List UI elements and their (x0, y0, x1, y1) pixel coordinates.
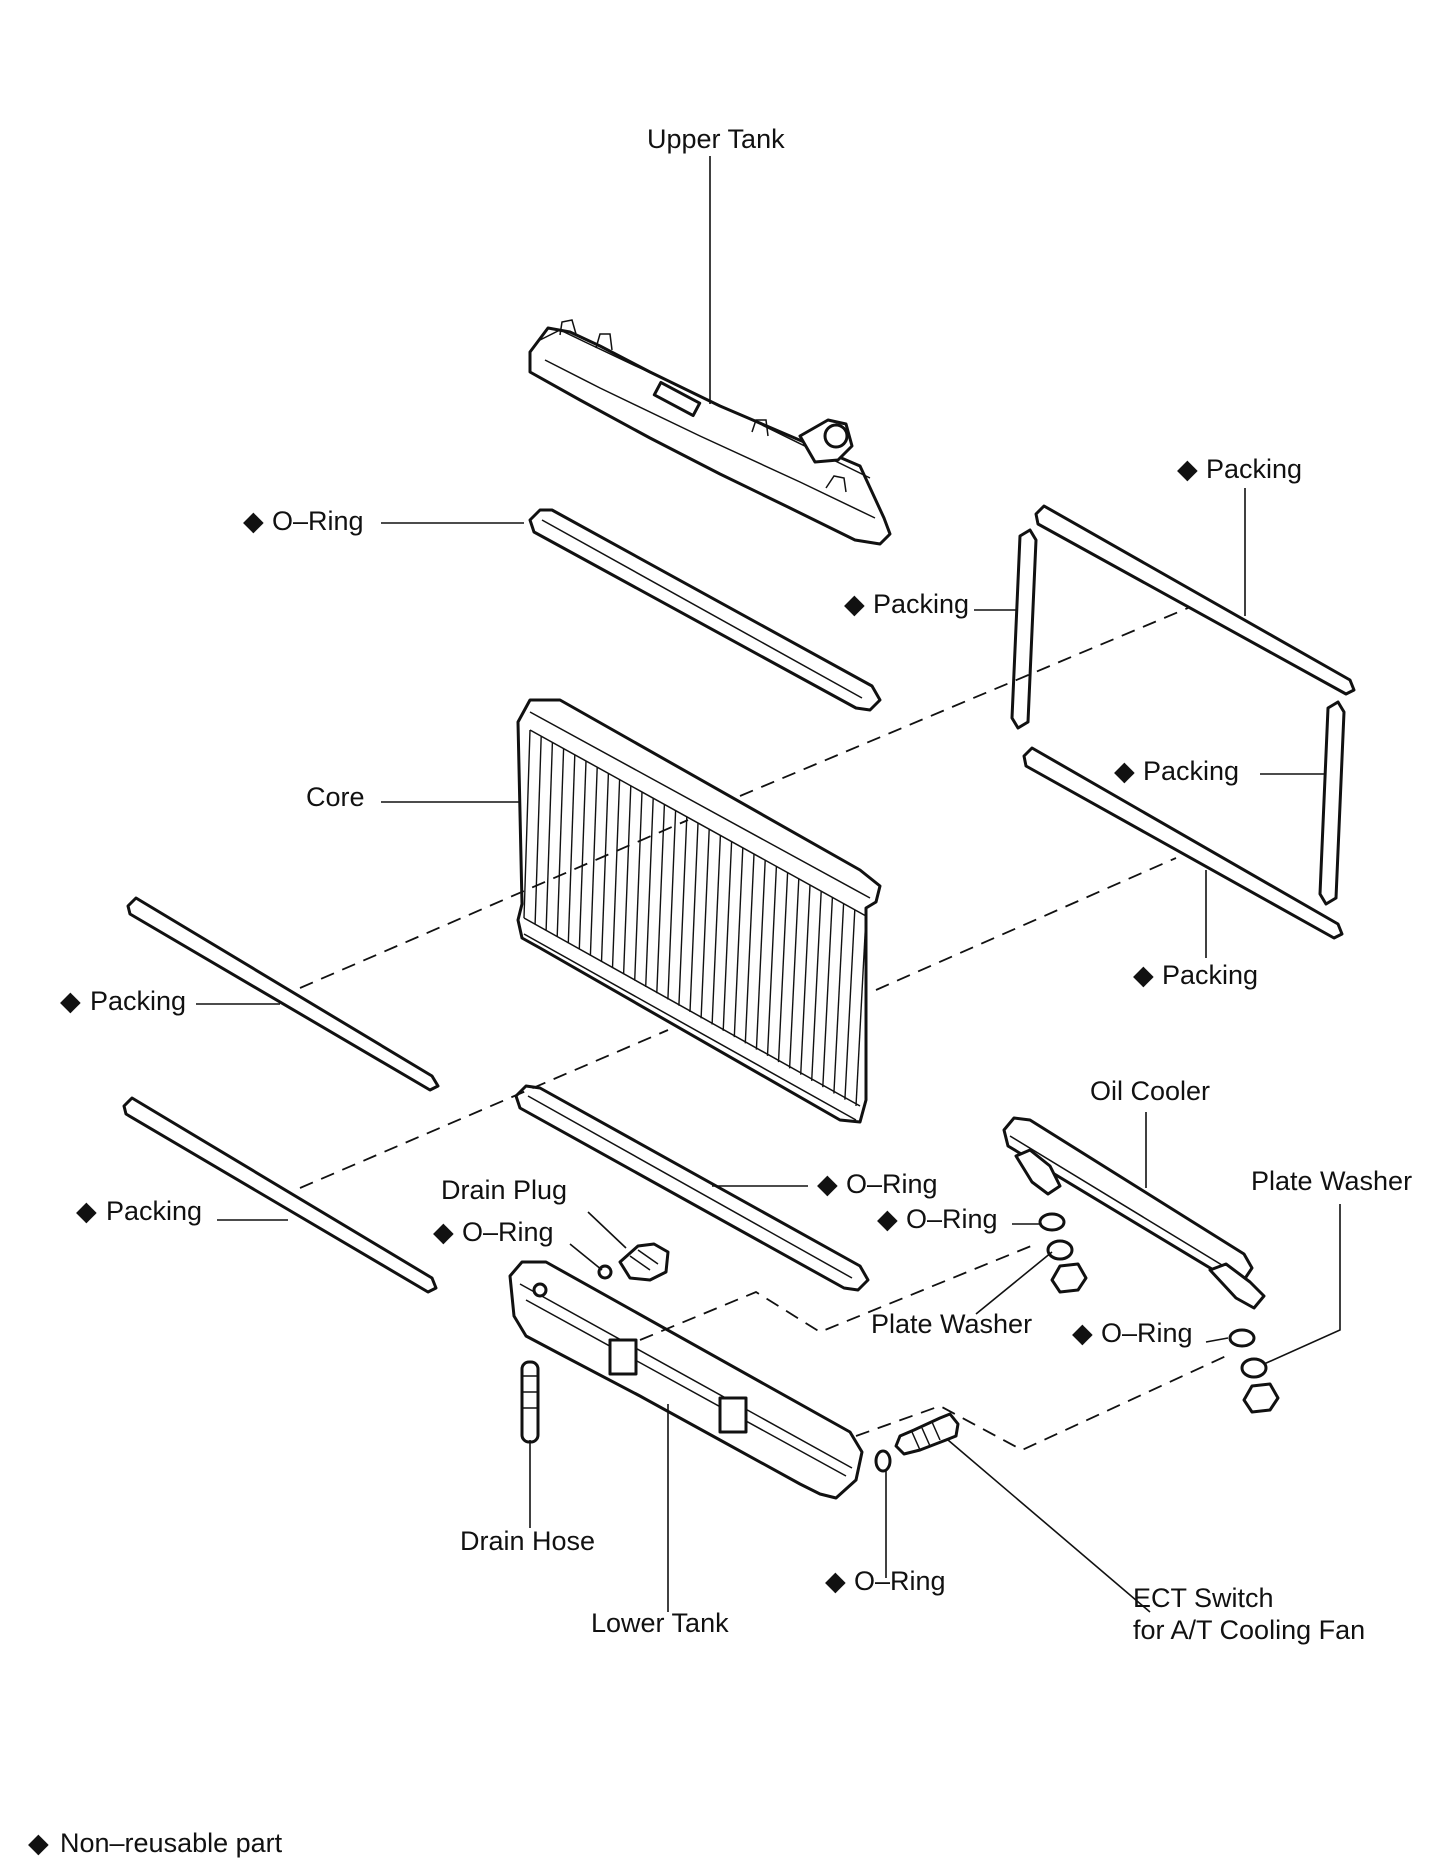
core-fin (722, 841, 733, 1031)
core-fin (744, 853, 755, 1044)
o-ring-oil-cooler-upper-label: ◆ O–Ring (877, 1204, 998, 1234)
non-reusable-marker: ◆ (60, 986, 81, 1016)
core-fin (733, 847, 744, 1038)
legend: ◆ Non–reusable part (28, 1828, 283, 1858)
core-fin (634, 791, 643, 981)
drain-hose-label: Drain Hose (460, 1526, 595, 1556)
upper-tank-label: Upper Tank (647, 124, 785, 154)
right-packing-parts (1010, 504, 1356, 940)
legend-symbol: ◆ (28, 1828, 49, 1858)
o-ring-lower-label: ◆ O–Ring (817, 1169, 938, 1199)
core-fin (689, 822, 699, 1013)
packing-bottom-right-label: ◆ Packing (1133, 960, 1258, 990)
core-fin (833, 903, 845, 1094)
non-reusable-marker: ◆ (433, 1217, 454, 1247)
radiator-core-part (516, 698, 882, 1124)
legend-text: Non–reusable part (60, 1828, 283, 1858)
core-fin (755, 860, 766, 1050)
o-ring-label: O–Ring (854, 1566, 946, 1596)
non-reusable-marker: ◆ (877, 1204, 898, 1234)
packing-left-upper-label: ◆ Packing (60, 986, 186, 1016)
core-fin (800, 884, 811, 1075)
core-fin (667, 810, 677, 1000)
core-fins (523, 729, 867, 1107)
packing-label: Packing (1206, 454, 1302, 484)
core-fin (523, 729, 531, 919)
core-fin (589, 767, 598, 956)
core-fin (578, 760, 587, 950)
upper-o-ring-part (528, 508, 882, 712)
core-fin (855, 915, 867, 1107)
ect-switch-part (894, 1412, 960, 1456)
non-reusable-marker: ◆ (825, 1566, 846, 1596)
core-fin (645, 798, 654, 987)
non-reusable-marker: ◆ (817, 1169, 838, 1199)
non-reusable-marker: ◆ (76, 1196, 97, 1226)
packing-left-lower-label: ◆ Packing (76, 1196, 202, 1226)
o-ring-drain-label: ◆ O–Ring (433, 1217, 554, 1247)
ect-switch-label: ECT Switch for A/T Cooling Fan (1133, 1583, 1365, 1645)
packing-label: Packing (90, 986, 186, 1016)
non-reusable-marker: ◆ (243, 506, 264, 536)
lower-tank-label: Lower Tank (591, 1608, 729, 1638)
non-reusable-marker: ◆ (844, 589, 865, 619)
core-fin (822, 897, 834, 1088)
packing-label: Packing (873, 589, 969, 619)
core-fin (622, 785, 632, 975)
ect-switch-label-line2: for A/T Cooling Fan (1133, 1615, 1365, 1645)
drain-plug-part (597, 1242, 670, 1282)
core-fin (700, 829, 710, 1019)
packing-label: Packing (1162, 960, 1258, 990)
plate-washer-right-label: Plate Washer (1251, 1166, 1412, 1196)
lower-o-ring-part (514, 1084, 870, 1292)
lower-tank-part (508, 1260, 864, 1500)
o-ring-label: O–Ring (272, 506, 364, 536)
core-fin (844, 909, 856, 1100)
drain-plug-label: Drain Plug (441, 1175, 567, 1205)
core-fin (534, 736, 542, 925)
core-fin (545, 742, 554, 931)
o-ring-label: O–Ring (846, 1169, 938, 1199)
o-ring-ect-label: ◆ O–Ring (825, 1566, 946, 1596)
oil-cooler-label: Oil Cooler (1090, 1076, 1210, 1106)
packing-mid-right-label: ◆ Packing (1114, 756, 1239, 786)
non-reusable-marker: ◆ (1114, 756, 1135, 786)
non-reusable-marker: ◆ (1177, 454, 1198, 484)
leader-lines (196, 156, 1341, 1613)
core-fin (567, 754, 576, 944)
packing-label: Packing (106, 1196, 202, 1226)
packing-label: Packing (1143, 756, 1239, 786)
core-fin (788, 878, 800, 1069)
oil-cooler-part (1002, 1116, 1266, 1310)
plate-washer-center-label: Plate Washer (871, 1309, 1032, 1339)
small-hardware-parts (874, 1212, 1280, 1473)
core-fin (556, 748, 565, 937)
core-fin (600, 773, 610, 962)
o-ring-oil-cooler-lower-label: ◆ O–Ring (1072, 1318, 1193, 1348)
ect-switch-label-line1: ECT Switch (1133, 1583, 1274, 1613)
assembly-dashed-lines (299, 607, 1227, 1452)
o-ring-upper-label: ◆ O–Ring (243, 506, 364, 536)
core-fin (711, 835, 722, 1025)
upper-tank-part (528, 319, 892, 546)
core-fin (766, 866, 778, 1056)
drain-hose-part (520, 1360, 540, 1444)
core-fin (777, 872, 789, 1063)
o-ring-label: O–Ring (906, 1204, 998, 1234)
core-label: Core (306, 782, 365, 812)
o-ring-label: O–Ring (462, 1217, 554, 1247)
non-reusable-marker: ◆ (1072, 1318, 1093, 1348)
non-reusable-marker: ◆ (1133, 960, 1154, 990)
core-fin (811, 891, 822, 1081)
left-packing-parts (122, 896, 440, 1294)
core-fin (611, 779, 621, 969)
packing-upper-left-label: ◆ Packing (844, 589, 969, 619)
core-fin (678, 816, 688, 1006)
core-fin (656, 804, 666, 994)
o-ring-label: O–Ring (1101, 1318, 1193, 1348)
packing-top-right-label: ◆ Packing (1177, 454, 1302, 484)
